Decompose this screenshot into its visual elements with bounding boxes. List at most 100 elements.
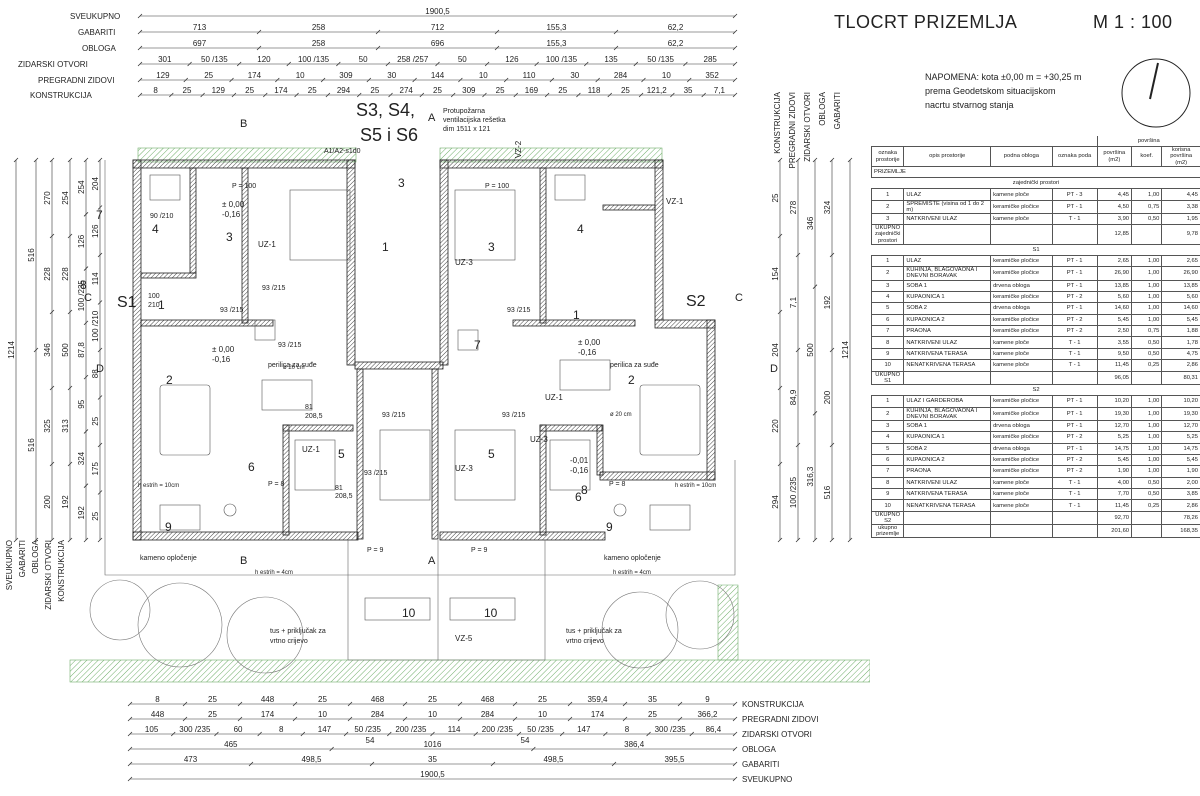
top-gabariti-value: 258 xyxy=(312,23,326,32)
table-cell: keramičke pločice xyxy=(990,313,1053,327)
left-col2-tick xyxy=(33,537,39,543)
annotation: UZ-3 xyxy=(455,258,473,267)
left-col5-value: 192 xyxy=(77,506,86,520)
left-col6-value: 204 xyxy=(91,177,100,191)
right-col3-tick xyxy=(812,157,818,163)
bottom-zidarski-value: 300 /235 xyxy=(179,725,211,734)
bottom-zidarski-value: 105 xyxy=(145,725,159,734)
left-col4-value: 254 xyxy=(61,191,70,205)
table-cell: PT - 2 xyxy=(1051,453,1098,467)
bottom-pregradni-tick xyxy=(402,716,408,722)
left-dim-label: ZIDARSKI OTVORI xyxy=(44,540,53,610)
top-gabariti-tick xyxy=(613,29,619,35)
table-cell: 11,45 xyxy=(1096,499,1133,512)
table-cell: PRAONA xyxy=(903,465,992,478)
bottom-zidarski-tick xyxy=(473,731,478,737)
top-sveukupno-tick xyxy=(137,13,143,19)
right-col4-tick xyxy=(829,157,835,163)
annotation: tus + priključak za xyxy=(270,628,326,635)
left-col4-value: 313 xyxy=(61,419,70,433)
table-cell: PT - 2 xyxy=(1051,313,1098,327)
top-pregradni-value: 284 xyxy=(614,71,628,80)
top-pregradni-tick xyxy=(412,77,417,83)
bottom-obloga-tick xyxy=(732,746,738,752)
top-pregradni-value: 25 xyxy=(204,71,213,80)
left-col6-tick xyxy=(97,347,103,353)
table-cell: keramičke pločice xyxy=(990,431,1053,444)
table-cell xyxy=(903,370,992,385)
left-col5-value: 126 xyxy=(77,234,86,248)
table-cell: NATKRIVENI ULAZ xyxy=(903,476,992,490)
door-dimension: 93 /215 xyxy=(507,307,531,314)
table-cell: 10,20 xyxy=(1161,395,1200,408)
right-col2-value: 7,1 xyxy=(789,296,798,308)
right-col4-tick xyxy=(829,537,835,543)
table-cell: drvena obloga xyxy=(990,302,1053,315)
bottom-pregradni-tick xyxy=(512,716,518,722)
table-cell: 5,45 xyxy=(1096,313,1133,327)
bottom-konstrukcija-value: 25 xyxy=(428,695,437,704)
table-cell: 1,90 xyxy=(1161,465,1200,478)
table-cell xyxy=(1051,370,1098,385)
table-cell: 14,75 xyxy=(1096,442,1133,455)
table-cell: SOBA 2 xyxy=(903,302,992,315)
door-dimension: 81 xyxy=(305,404,313,411)
table-cell: 5,45 xyxy=(1161,453,1200,467)
table-cell: 1,00 xyxy=(1131,266,1163,281)
table-cell: T - 1 xyxy=(1051,359,1098,372)
table-cell: T - 1 xyxy=(1051,347,1098,361)
table-cell: NATKRIVENI ULAZ xyxy=(903,212,992,226)
cut-mark: C xyxy=(84,292,92,304)
top-pregradni-value: 30 xyxy=(570,71,579,80)
top-gabariti-tick xyxy=(375,29,381,35)
left-col2-tick xyxy=(33,157,39,163)
right-col1-tick xyxy=(777,233,783,239)
table-cell: 201,60 xyxy=(1096,524,1133,539)
bottom-konstrukcija-tick xyxy=(512,701,518,707)
bottom-zidarski-value: 300 /235 xyxy=(655,725,687,734)
table-cell: koef. xyxy=(1131,146,1163,167)
table-cell: NATKRIVENA TERASA xyxy=(903,488,992,501)
section-label: S3, S4, xyxy=(356,100,416,120)
bottom-obloga-value: 465 xyxy=(224,740,238,749)
bottom-zidarski-tick xyxy=(214,731,219,737)
annotation: h estrih = 10cm xyxy=(138,483,180,489)
room-number-right: 2 xyxy=(628,373,635,387)
level-mark: -0,01 xyxy=(570,456,589,465)
table-cell: 1,78 xyxy=(1161,336,1200,349)
top-zidarski-tick xyxy=(187,61,192,67)
annotation: Protupožarna xyxy=(443,108,486,115)
annotation: VZ-2 xyxy=(514,140,524,159)
section-label: S2 xyxy=(686,293,706,310)
right-total-tick xyxy=(847,537,853,543)
door-dimension: 93 /215 xyxy=(502,412,526,419)
left-col6-tick xyxy=(97,300,103,305)
table-cell: 1 xyxy=(870,395,905,408)
top-konstrukcija-value: 121,2 xyxy=(647,86,668,95)
table-cell: kamene ploče xyxy=(990,347,1053,361)
left-col5-value: 100 /235 xyxy=(77,280,86,312)
door-dimension: P = 8 xyxy=(609,481,626,488)
table-top-header: površina xyxy=(872,136,1200,148)
room-number-center: 3 xyxy=(398,176,405,190)
table-cell: 2,65 xyxy=(1161,254,1200,268)
bottom-gabariti-tick xyxy=(369,761,375,767)
top-zidarski-value: 285 xyxy=(704,55,718,64)
bottom-konstrukcija-tick xyxy=(237,701,243,707)
bottom-zidarski-value: 200 /235 xyxy=(482,725,514,734)
top-konstrukcija-value: 25 xyxy=(183,86,192,95)
top-pregradni-tick xyxy=(595,77,600,83)
top-pregradni-tick xyxy=(549,77,555,83)
left-col4-tick xyxy=(67,157,73,163)
left-col4-value: 192 xyxy=(61,495,70,509)
table-cell: 5,45 xyxy=(1096,453,1133,467)
level-mark: ± 0,00 xyxy=(578,338,601,347)
table-cell xyxy=(903,224,992,245)
left-col2-value: 516 xyxy=(27,248,36,262)
top-konstrukcija-value: 309 xyxy=(462,86,476,95)
